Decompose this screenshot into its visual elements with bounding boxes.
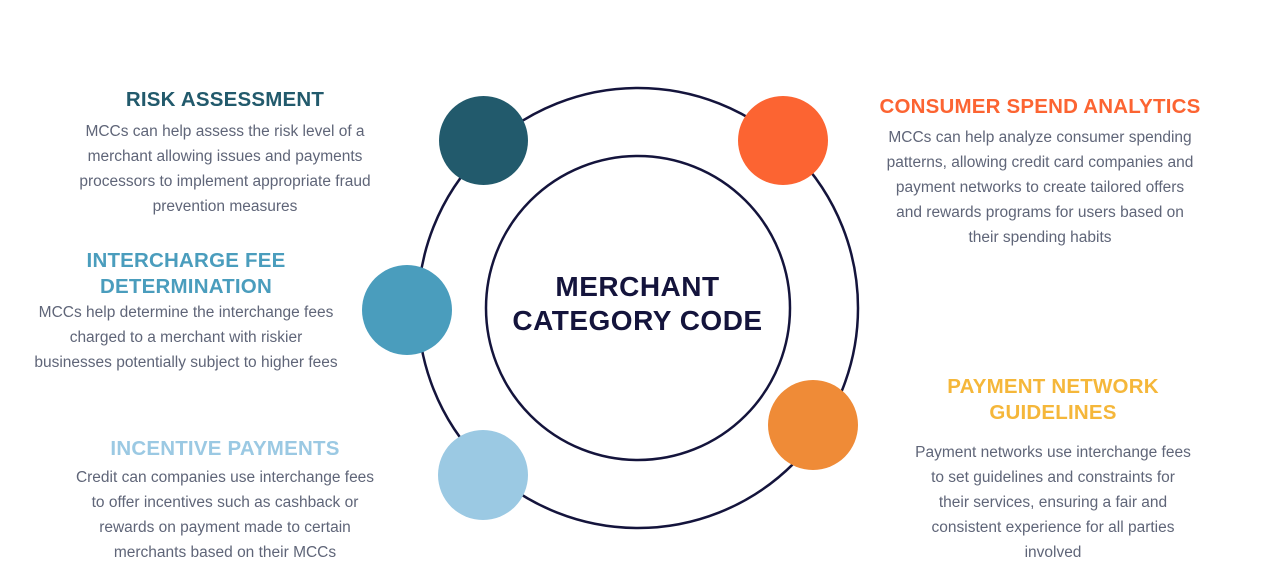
description-line: merchant allowing issues and payments — [87, 148, 363, 165]
description-line: processors to implement appropriate frau… — [79, 173, 371, 190]
heading-line: CONSUMER SPEND ANALYTICS — [879, 95, 1201, 118]
incentive-payments-description: Credit can companies use interchange fee… — [20, 465, 430, 565]
payment-network-section: PAYMENT NETWORK GUIDELINES Payment netwo… — [868, 374, 1238, 565]
description-line: patterns, allowing credit card companies… — [886, 154, 1194, 171]
description-line: and rewards programs for users based on — [896, 204, 1184, 221]
inner-ring — [484, 154, 792, 462]
heading-line: RISK ASSESSMENT — [125, 88, 325, 111]
description-line: their services, ensuring a fair and — [938, 494, 1168, 511]
payment-circle — [768, 380, 858, 470]
payment-network-description: Payment networks use interchange fees to… — [868, 440, 1238, 565]
description-line: businesses potentially subject to higher… — [34, 354, 338, 371]
incentive-payments-section: INCENTIVE PAYMENTS Credit can companies … — [20, 436, 430, 565]
description-line: merchants based on their MCCs — [113, 544, 337, 561]
interchange-fee-heading: INTERCHARGE FEE DETERMINATION — [0, 248, 372, 300]
description-line: charged to a merchant with riskier — [69, 329, 303, 346]
risk-circle — [439, 96, 528, 185]
description-line: rewards on payment made to certain — [99, 519, 351, 536]
description-line: payment networks to create tailored offe… — [895, 179, 1185, 196]
interchange-fee-description: MCCs help determine the interchange fees… — [0, 300, 372, 375]
consumer-spend-section: CONSUMER SPEND ANALYTICS MCCs can help a… — [830, 94, 1250, 250]
heading-line: INTERCHARGE FEE — [86, 249, 286, 272]
heading-line: DETERMINATION — [100, 275, 272, 298]
heading-line: INCENTIVE PAYMENTS — [110, 437, 340, 460]
description-line: consistent experience for all parties — [931, 519, 1175, 536]
description-line: their spending habits — [968, 229, 1112, 246]
description-line: MCCs can help assess the risk level of a — [85, 123, 365, 140]
heading-line: GUIDELINES — [989, 401, 1117, 424]
interchange-fee-section: INTERCHARGE FEE DETERMINATION MCCs help … — [0, 248, 372, 375]
description-line: involved — [1024, 544, 1082, 561]
description-line: Credit can companies use interchange fee… — [75, 469, 375, 486]
consumer-spend-heading: CONSUMER SPEND ANALYTICS — [830, 94, 1250, 120]
risk-assessment-description: MCCs can help assess the risk level of a… — [20, 119, 430, 219]
description-line: MCCs can help analyze consumer spending — [888, 129, 1192, 146]
description-line: to set guidelines and constraints for — [931, 469, 1175, 486]
risk-assessment-heading: RISK ASSESSMENT — [20, 87, 430, 113]
incentive-payments-heading: INCENTIVE PAYMENTS — [20, 436, 430, 462]
consumer-spend-description: MCCs can help analyze consumer spending … — [830, 125, 1250, 250]
center-title-line: CATEGORY CODE — [512, 305, 763, 336]
center-title: MERCHANT CATEGORY CODE — [505, 270, 770, 338]
description-line: Payment networks use interchange fees — [915, 444, 1191, 461]
consumer-circle — [738, 96, 828, 185]
payment-network-heading: PAYMENT NETWORK GUIDELINES — [868, 374, 1238, 426]
description-line: MCCs help determine the interchange fees — [38, 304, 334, 321]
description-line: prevention measures — [152, 198, 298, 215]
description-line: to offer incentives such as cashback or — [91, 494, 359, 511]
heading-line: PAYMENT NETWORK — [947, 375, 1159, 398]
risk-assessment-section: RISK ASSESSMENT MCCs can help assess the… — [20, 87, 430, 219]
interchange-circle — [362, 265, 452, 355]
incentive-circle — [438, 430, 528, 520]
center-title-line: MERCHANT — [555, 271, 720, 302]
